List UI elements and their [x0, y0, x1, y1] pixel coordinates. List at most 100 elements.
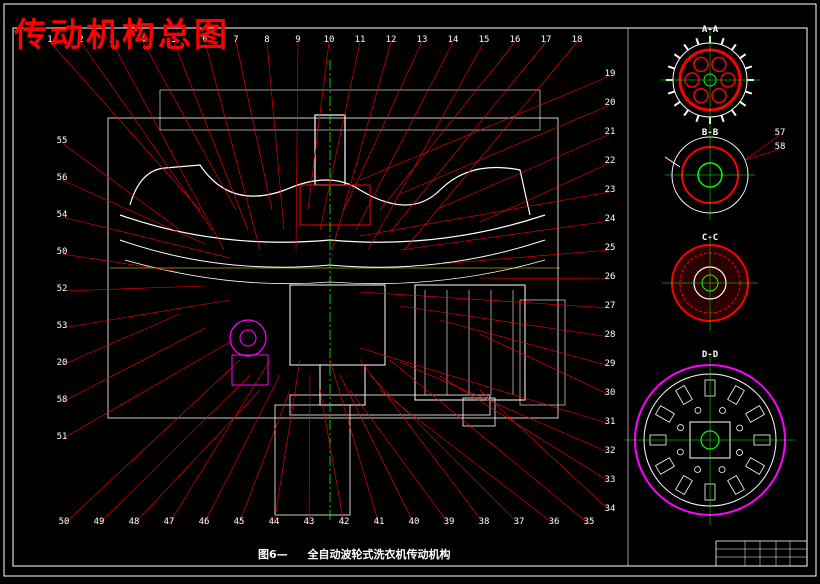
- planet-gear: [693, 87, 709, 104]
- brake-b-b: [664, 130, 755, 220]
- part-number-top-16: 16: [510, 35, 521, 45]
- part-number-bottom-50: 50: [59, 517, 70, 527]
- part-number-top-10: 10: [324, 35, 335, 45]
- leader-line: [61, 327, 206, 403]
- section-view-d-d: D-D: [702, 350, 719, 360]
- leader-line: [49, 41, 201, 211]
- part-number-top-13: 13: [417, 35, 428, 45]
- leader-line: [359, 347, 611, 425]
- part-number-right-21: 21: [605, 127, 616, 137]
- pulsator-vane: [727, 475, 745, 496]
- part-number-right-19: 19: [605, 69, 616, 79]
- pulsator-hole: [677, 424, 684, 431]
- leader-line: [238, 389, 291, 525]
- part-number-right-34: 34: [605, 504, 616, 514]
- pulsator-vane: [745, 457, 766, 475]
- figure-caption: 图6— 全自动波轮式洗衣机传动机构: [258, 546, 467, 562]
- leader-line: [63, 359, 241, 525]
- title-block: [715, 540, 808, 567]
- leader-line: [61, 253, 181, 273]
- part-number-bottom-40: 40: [409, 517, 420, 527]
- leader-line: [307, 41, 330, 211]
- leader-line: [439, 319, 611, 367]
- part-number-top-8: 8: [264, 35, 269, 45]
- pulsator-vane: [745, 405, 766, 423]
- inner-border: [12, 27, 808, 567]
- leader-line: [399, 305, 611, 338]
- part-number-right-29: 29: [605, 359, 616, 369]
- leader-line: [359, 191, 611, 237]
- part-number-side-57: 57: [775, 128, 786, 138]
- leader-line: [339, 374, 415, 525]
- part-number-left-58: 58: [57, 395, 68, 405]
- leader-line: [479, 162, 611, 223]
- part-number-top-7: 7: [233, 35, 238, 45]
- part-number-bottom-35: 35: [584, 517, 595, 527]
- part-number-top-4: 4: [140, 35, 145, 45]
- leader-line: [61, 142, 181, 231]
- clutch-housing: [299, 184, 371, 226]
- part-number-right-22: 22: [605, 156, 616, 166]
- part-number-right-28: 28: [605, 330, 616, 340]
- pulsator-vane: [675, 475, 693, 496]
- leader-line: [168, 359, 271, 525]
- drain-pump-core: [239, 329, 257, 347]
- leader-line: [61, 285, 206, 292]
- leader-line: [439, 133, 611, 209]
- pulsator-d-d: [625, 355, 795, 525]
- leader-line: [61, 341, 231, 440]
- leader-line: [349, 389, 450, 525]
- part-number-right-30: 30: [605, 388, 616, 398]
- part-number-left-20: 20: [57, 358, 68, 368]
- pulsator-vane: [654, 405, 675, 423]
- section-label-a-a: A-A: [702, 25, 719, 35]
- outer-border: [3, 3, 817, 577]
- leader-line: [359, 359, 485, 525]
- leader-line: [308, 374, 311, 525]
- leader-line: [111, 41, 225, 251]
- part-number-top-17: 17: [541, 35, 552, 45]
- part-number-right-23: 23: [605, 185, 616, 195]
- part-number-bottom-43: 43: [304, 517, 315, 527]
- leader-line: [439, 249, 611, 265]
- leader-line: [273, 359, 301, 525]
- part-number-top-15: 15: [479, 35, 490, 45]
- leader-line: [61, 313, 181, 366]
- gear-tooth: [730, 43, 737, 51]
- part-number-bottom-38: 38: [479, 517, 490, 527]
- planet-gear: [711, 87, 727, 104]
- pulsator-hole: [694, 406, 702, 414]
- leader-line: [359, 291, 611, 309]
- leader-line: [744, 148, 781, 161]
- leader-line: [203, 374, 281, 525]
- leader-line: [343, 41, 423, 211]
- leader-line: [61, 179, 206, 245]
- leader-line: [133, 389, 261, 525]
- leader-line: [439, 375, 611, 483]
- leader-line: [399, 104, 611, 195]
- gear-tooth: [720, 114, 725, 123]
- section-label-b-b: B-B: [702, 128, 719, 138]
- part-number-bottom-42: 42: [339, 517, 350, 527]
- pulsator-hole: [736, 424, 744, 432]
- title-block-frame: [715, 540, 808, 567]
- gear-tooth: [695, 37, 700, 46]
- gear-tooth: [744, 90, 753, 95]
- section-views: A-AB-BC-CD-D: [625, 25, 795, 525]
- pulsator-hole: [736, 449, 743, 456]
- part-number-bottom-44: 44: [269, 517, 280, 527]
- section-view-b-b: B-B: [702, 128, 719, 138]
- leader-line: [142, 41, 237, 211]
- drain-pump-base: [231, 354, 269, 386]
- part-number-right-31: 31: [605, 417, 616, 427]
- part-number-top-11: 11: [355, 35, 366, 45]
- gearbox: [289, 284, 386, 366]
- leader-line: [295, 41, 299, 251]
- lower-bearing: [319, 364, 366, 406]
- part-number-top-6: 6: [202, 35, 207, 45]
- leader-line: [61, 216, 231, 259]
- leader-line: [61, 299, 231, 329]
- drain-pump: [229, 319, 267, 357]
